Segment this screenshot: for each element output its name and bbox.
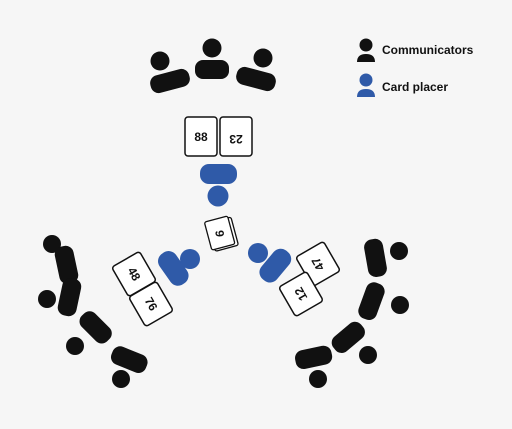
card-center-number: 6 (213, 229, 228, 237)
card-left-top: 48 (111, 251, 157, 297)
communicator-top-right (236, 48, 276, 92)
card-top-right: 23 (219, 116, 253, 157)
card-left-top-number: 48 (125, 265, 144, 284)
card-placer-right (248, 243, 292, 283)
legend-card-placer-icon (357, 73, 375, 97)
communicator-right-middle (358, 282, 409, 321)
card-placer-left (158, 249, 200, 286)
communicator-left-top (43, 235, 79, 284)
communicator-left-bottom (110, 346, 148, 388)
card-right-bottom-number: 12 (291, 284, 310, 303)
card-left-bottom-number: 76 (142, 295, 161, 314)
legend-communicator-icon (357, 38, 375, 62)
communicator-left-middle (38, 278, 82, 317)
legend-card-placer-label: Card placer (382, 80, 449, 94)
card-placer-top (200, 164, 237, 207)
communicator-left-lower (66, 311, 112, 355)
communicator-top-left (150, 51, 190, 94)
card-right-top-number: 47 (308, 254, 327, 273)
card-top-left-number: 88 (194, 130, 208, 144)
legend-communicators-label: Communicators (382, 43, 474, 57)
communicator-right-bottom (295, 345, 333, 388)
communicator-right-top (364, 238, 408, 278)
card-top-right-number: 23 (229, 132, 243, 146)
card-left-bottom: 76 (128, 281, 174, 327)
communicator-right-lower (331, 321, 377, 364)
communicator-top-center (195, 38, 229, 79)
card-top-left: 88 (184, 116, 218, 157)
card-right-bottom: 12 (278, 271, 324, 317)
card-center: 6 (204, 215, 239, 252)
